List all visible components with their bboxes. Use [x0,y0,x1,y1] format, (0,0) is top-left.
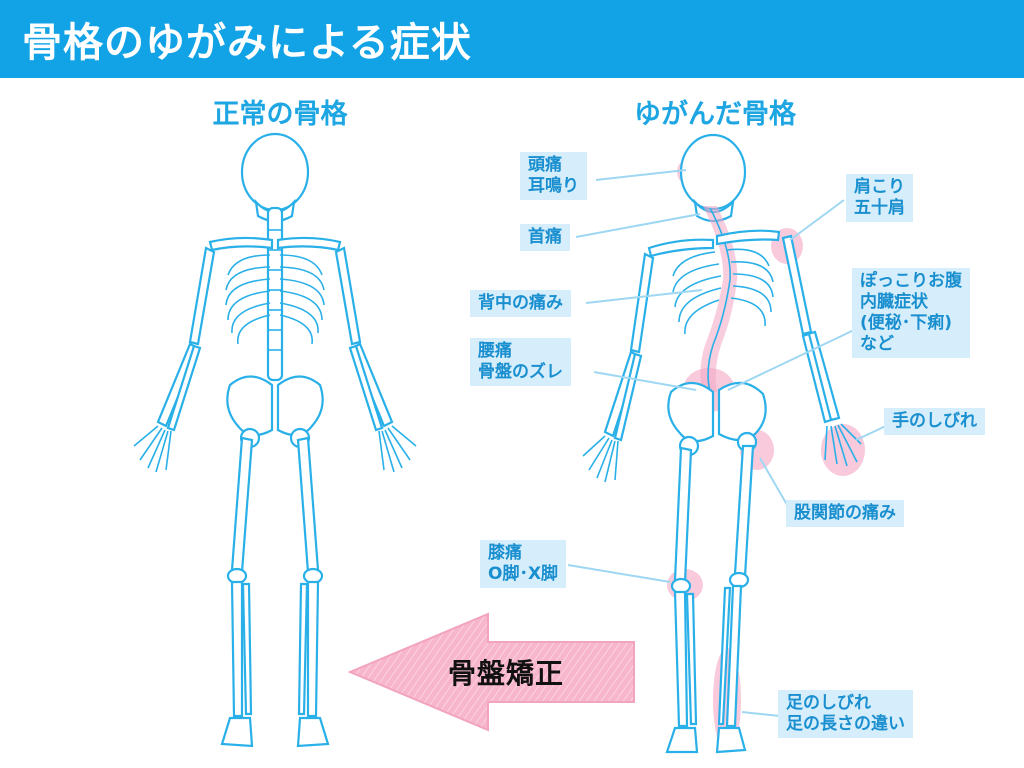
legs [672,446,753,726]
feet [222,718,328,746]
hands [134,426,416,472]
label-stiff-shoulder: 肩こり 五十肩 [846,174,913,222]
distorted-skeleton-title: ゆがんだ骨格 [600,92,830,131]
pelvis [227,377,322,448]
label-neck-pain: 首痛 [520,224,570,251]
label-lower-back-pain: 腰痛 骨盤のズレ [470,338,571,386]
label-hip-joint-pain: 股関節の痛み [786,500,904,527]
feet [667,728,745,752]
spine [268,208,282,380]
label-back-pain: 背中の痛み [470,290,571,317]
label-hand-numbness: 手のしびれ [884,408,985,435]
normal-skeleton-title: 正常の骨格 [170,92,390,131]
page-title: 骨格のゆがみによる症状 [22,10,472,68]
header-bar: 骨格のゆがみによる症状 [0,0,1024,78]
legs [228,438,322,716]
label-belly-symptoms: ぽっこりお腹 内臓症状 (便秘･下痢) など [852,268,970,358]
label-foot-numbness: 足のしびれ 足の長さの違い [778,690,913,738]
pelvic-correction-arrow: 骨盤矯正 [348,612,638,732]
label-knee-pain: 膝痛 O脚･X脚 [480,540,566,588]
arrow-label: 骨盤矯正 [448,652,564,692]
label-headache: 頭痛 耳鳴り [520,152,587,200]
